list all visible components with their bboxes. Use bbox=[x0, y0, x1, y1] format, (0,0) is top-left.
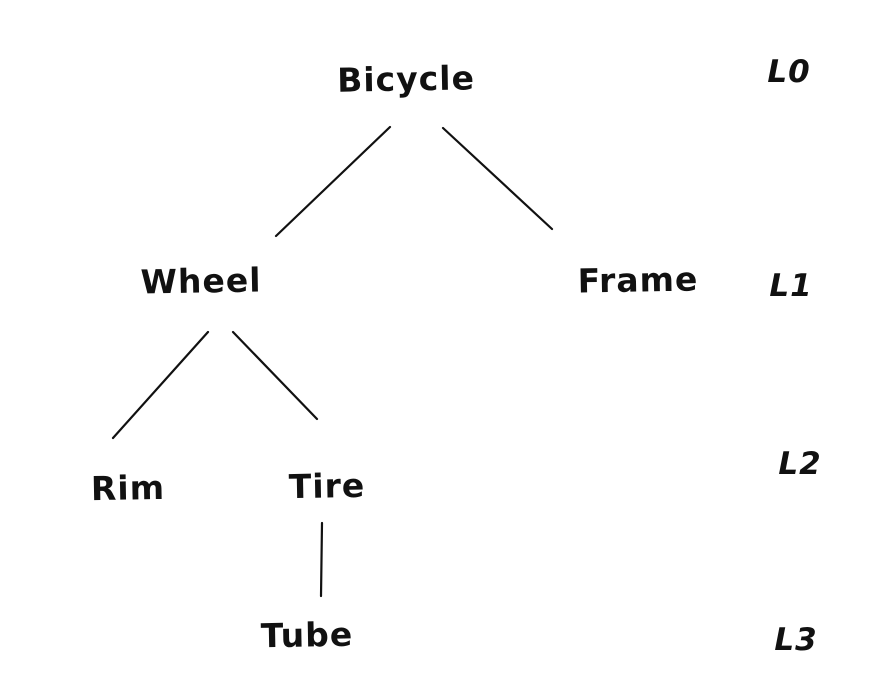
node-rim: Rim bbox=[90, 467, 166, 509]
level-label-l0: L0 bbox=[767, 54, 811, 90]
edge-wheel-tire bbox=[231, 330, 319, 421]
level-label-l3: L3 bbox=[774, 622, 818, 658]
edge-wheel-rim bbox=[111, 330, 210, 440]
level-label-l1: L1 bbox=[769, 268, 813, 304]
edge-tire-tube bbox=[319, 521, 324, 598]
node-tire: Tire bbox=[288, 465, 366, 507]
node-frame: Frame bbox=[577, 259, 699, 301]
level-label-l2: L2 bbox=[778, 446, 822, 482]
node-tube: Tube bbox=[260, 614, 354, 656]
node-wheel: Wheel bbox=[140, 260, 262, 302]
node-bicycle: Bicycle bbox=[336, 58, 476, 100]
edge-bicycle-wheel bbox=[274, 125, 392, 238]
edge-bicycle-frame bbox=[441, 126, 554, 231]
